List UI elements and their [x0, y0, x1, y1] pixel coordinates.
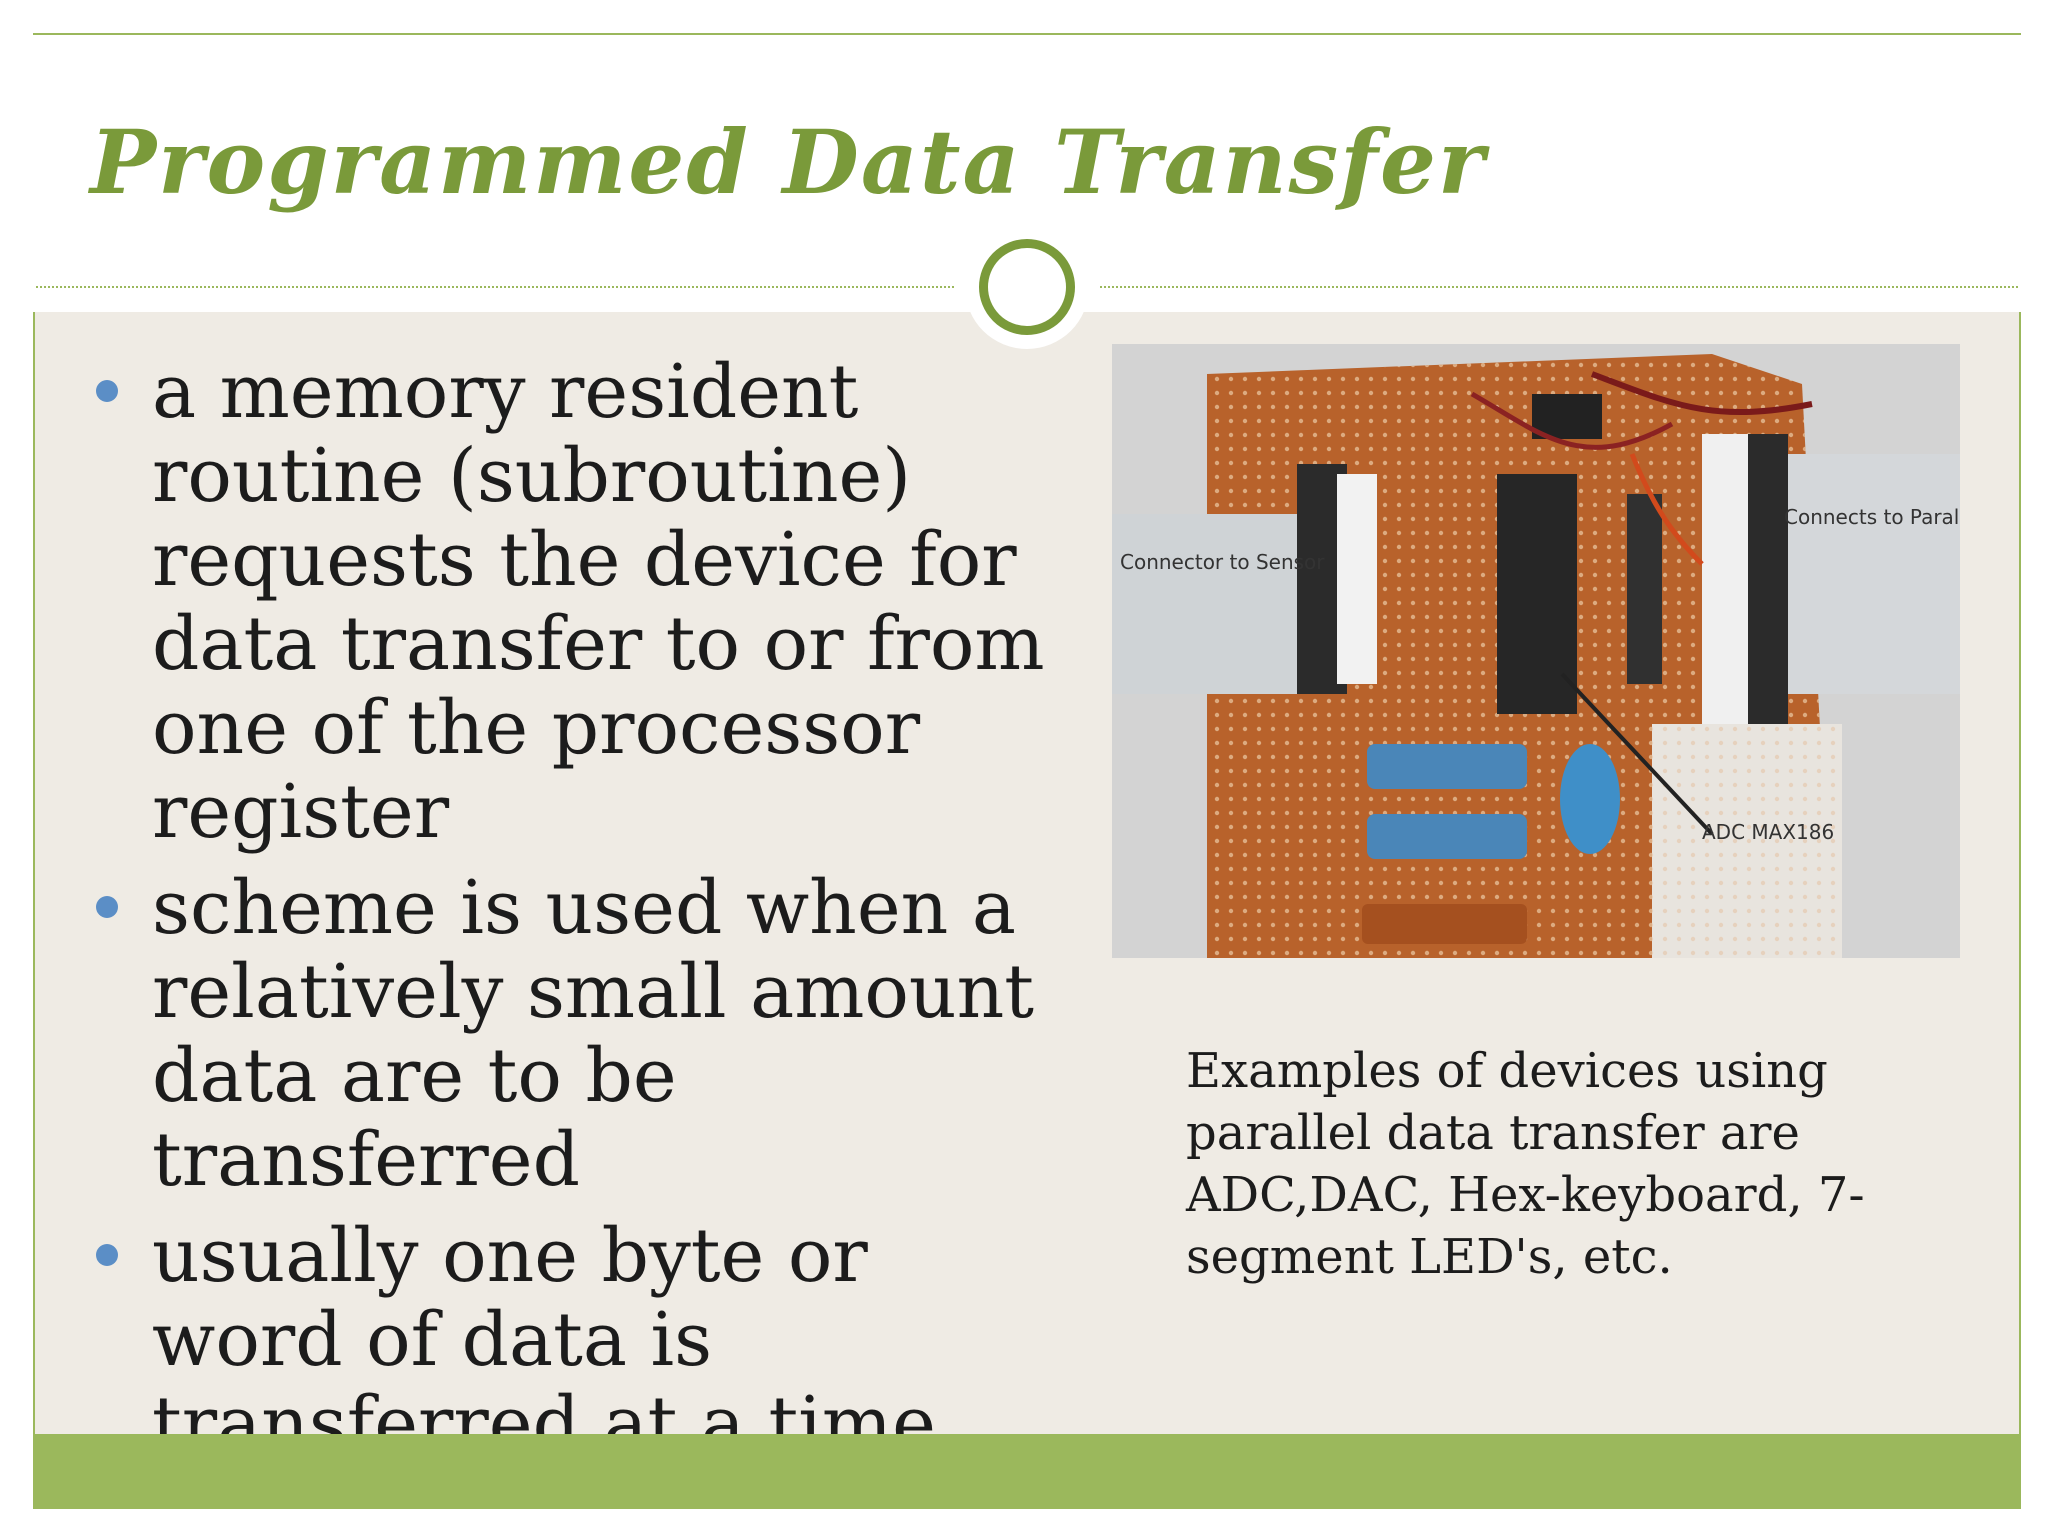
photo-label-right: Connects to Parallel port: [1784, 505, 1960, 529]
photo-label-left: Connector to Sensor: [1120, 550, 1325, 574]
bullet-item: a memory resident routine (subroutine) r…: [90, 350, 1080, 854]
bullet-text: usually one byte or word of data is tran…: [152, 1213, 936, 1467]
bullet-text: a memory resident routine (subroutine) r…: [152, 349, 1045, 855]
bullet-dot-icon: [96, 896, 118, 918]
divider-line-right: [1100, 286, 2018, 288]
photo-label-chip: ADC MAX186: [1702, 820, 1834, 844]
slide-title: Programmed Data Transfer: [90, 110, 1487, 214]
bottom-accent-bar: [35, 1434, 2019, 1507]
bullet-dot-icon: [96, 380, 118, 402]
divider-line-left: [36, 286, 954, 288]
bullet-item: usually one byte or word of data is tran…: [90, 1214, 1080, 1466]
circuit-board-photo: Connector to Sensor Connects to Parallel…: [1112, 344, 1960, 958]
circuit-board-illustration: Connector to Sensor Connects to Parallel…: [1112, 344, 1960, 958]
bullet-list: a memory resident routine (subroutine) r…: [90, 350, 1080, 1478]
divider-circle-ornament: [979, 239, 1075, 335]
bullet-dot-icon: [96, 1244, 118, 1266]
photo-caption: Examples of devices using parallel data …: [1186, 1043, 1865, 1285]
bullet-item: scheme is used when a relatively small a…: [90, 866, 1080, 1202]
bullet-text: scheme is used when a relatively small a…: [152, 865, 1034, 1203]
